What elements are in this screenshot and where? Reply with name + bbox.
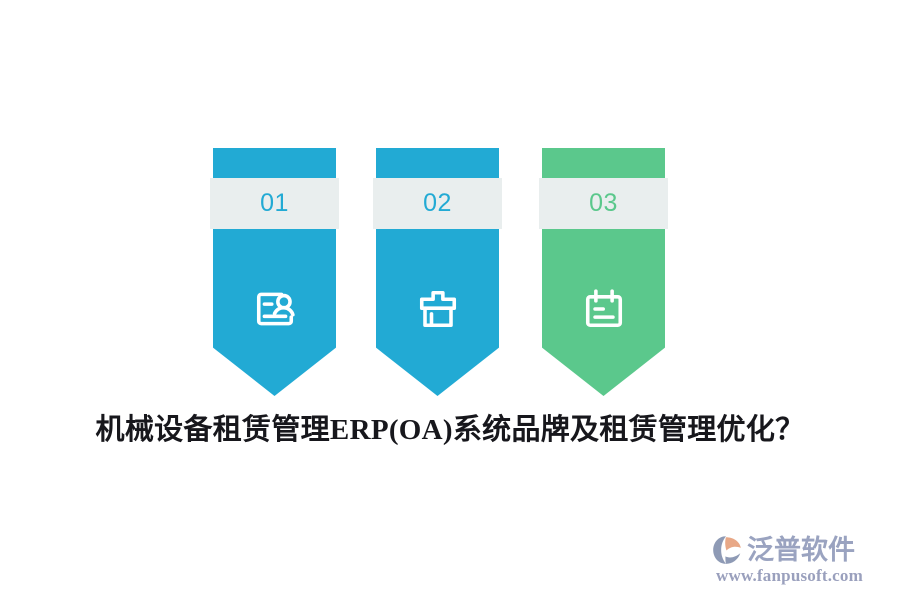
storefront-building-icon [376,274,499,344]
logo-brand-name: 泛普软件 [747,534,855,566]
banner-number-label: 01 [260,189,289,217]
id-card-person-icon [213,274,336,344]
calendar-notepad-icon [542,274,665,344]
page-title: 机械设备租赁管理ERP(OA)系统品牌及租赁管理优化？ [95,414,805,446]
banner-number-band: 02 [373,178,502,229]
banner-number-label: 03 [589,189,618,217]
banner-item-01[interactable]: 01 [210,148,339,398]
banner-number-label: 02 [423,189,452,217]
logo-row: 泛普软件 [710,534,855,566]
banner-item-02[interactable]: 02 [373,148,502,398]
banner-number-band: 01 [210,178,339,229]
fanpu-swoosh-logo-icon [713,536,741,564]
brand-logo[interactable]: 泛普软件 www.fanpusoft.com [710,534,892,590]
banner-row: 01 02 [0,148,900,400]
banner-number-band: 03 [539,178,668,229]
logo-website-url: www.fanpusoft.com [716,566,863,585]
banner-item-03[interactable]: 03 [539,148,668,398]
